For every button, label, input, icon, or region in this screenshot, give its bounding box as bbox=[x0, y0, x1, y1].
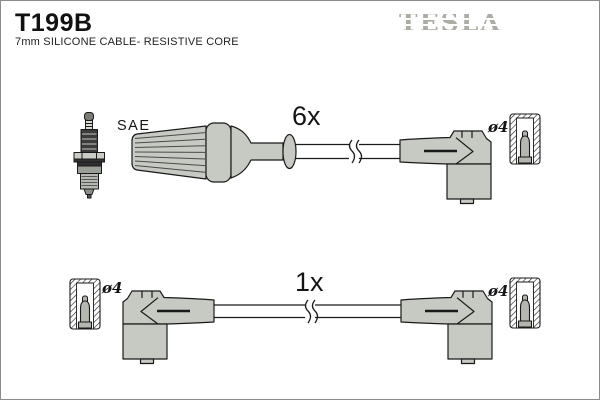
subtitle: 7mm SILICONE CABLE- RESISTIVE CORE bbox=[15, 36, 239, 48]
spark-plug-icon bbox=[73, 112, 105, 199]
cable-break-icon bbox=[348, 139, 363, 164]
cable-bottom bbox=[214, 299, 401, 324]
quantity-label-top: 6x bbox=[292, 101, 321, 131]
cable-break-icon bbox=[304, 299, 319, 324]
sae-label: SAE bbox=[117, 118, 151, 134]
quantity-label-bottom: 1x bbox=[295, 267, 324, 297]
diameter-label-top-right: ø4 bbox=[487, 118, 508, 136]
angled-boot-icon bbox=[399, 289, 494, 365]
tesla-brand-logo: TESLA bbox=[399, 8, 502, 38]
terminal-cup-icon bbox=[509, 113, 541, 165]
diameter-label-bottom-left: ø4 bbox=[101, 279, 122, 297]
part-number: T199B bbox=[15, 9, 93, 37]
straight-boot-icon bbox=[131, 122, 297, 183]
diameter-label-bottom-right: ø4 bbox=[487, 282, 508, 300]
angled-boot-icon bbox=[398, 129, 493, 205]
terminal-cup-icon bbox=[509, 277, 541, 329]
angled-boot-icon bbox=[121, 289, 216, 365]
terminal-cup-icon bbox=[69, 278, 101, 330]
cable-top bbox=[296, 139, 400, 164]
